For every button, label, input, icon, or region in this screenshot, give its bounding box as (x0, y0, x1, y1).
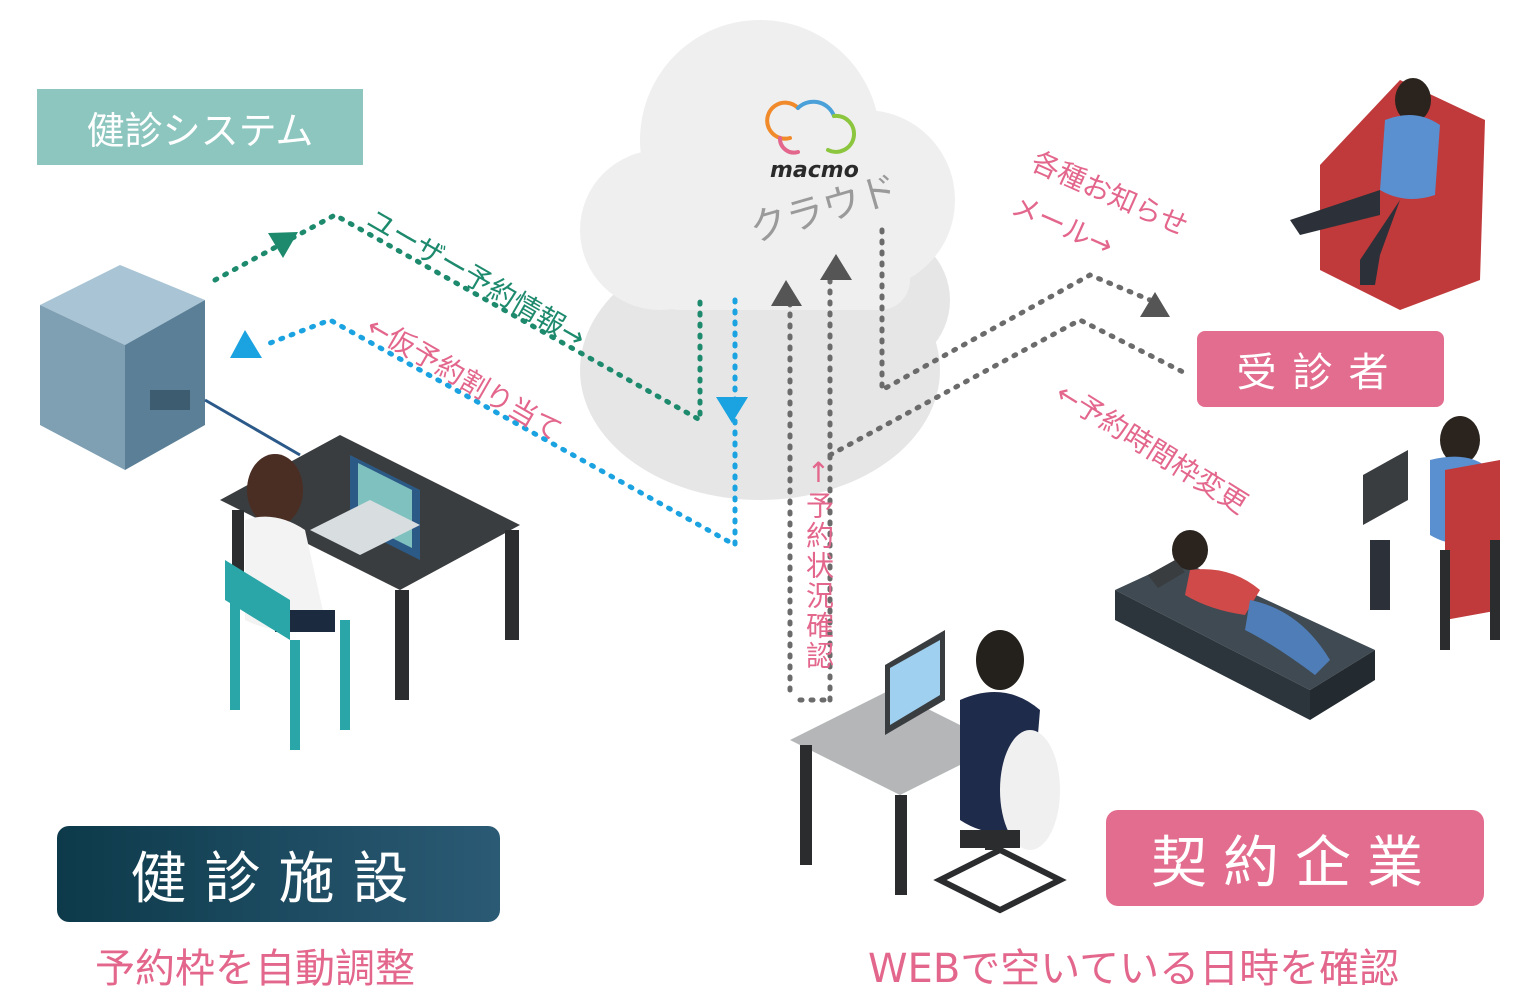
patient-armchair-icon (1290, 78, 1485, 310)
facility-subtitle: 予約枠を自動調整 (95, 946, 415, 992)
patient-sofa-icon (1115, 530, 1375, 720)
flow-label-status-check: ↑予約状況確認 (802, 456, 835, 671)
system-label: 健診システム (37, 89, 363, 165)
facility-staff-icon (225, 454, 350, 750)
logo-text: macmo (770, 158, 859, 183)
flow-slot-change (827, 317, 1188, 458)
gray-arrow-icon-3 (1140, 292, 1170, 317)
gray-arrow-icon-1 (771, 280, 802, 306)
server-icon (40, 265, 205, 470)
flow-user-reservation (212, 212, 703, 425)
corporation-label: 契約企業 (1106, 810, 1484, 906)
corporate-employee-icon (933, 630, 1067, 914)
green-arrow-icon (268, 232, 298, 258)
cloud-shape (580, 20, 955, 500)
gray-arrow-icon-2 (820, 254, 852, 280)
patient-label: 受診者 (1197, 331, 1444, 407)
blue-arrow-icon-cloud (716, 397, 748, 423)
flow-temp-assign (230, 297, 748, 550)
corporation-subtitle: WEBで空いている日時を確認 (868, 946, 1400, 992)
patient-laptop-icon (1363, 416, 1500, 650)
macmo-logo-icon (765, 99, 856, 155)
flow-status-check (771, 254, 852, 703)
blue-arrow-icon-left (230, 330, 262, 358)
facility-label: 健診施設 (57, 826, 500, 922)
server-cable (204, 398, 301, 457)
flow-notify (879, 227, 1170, 395)
